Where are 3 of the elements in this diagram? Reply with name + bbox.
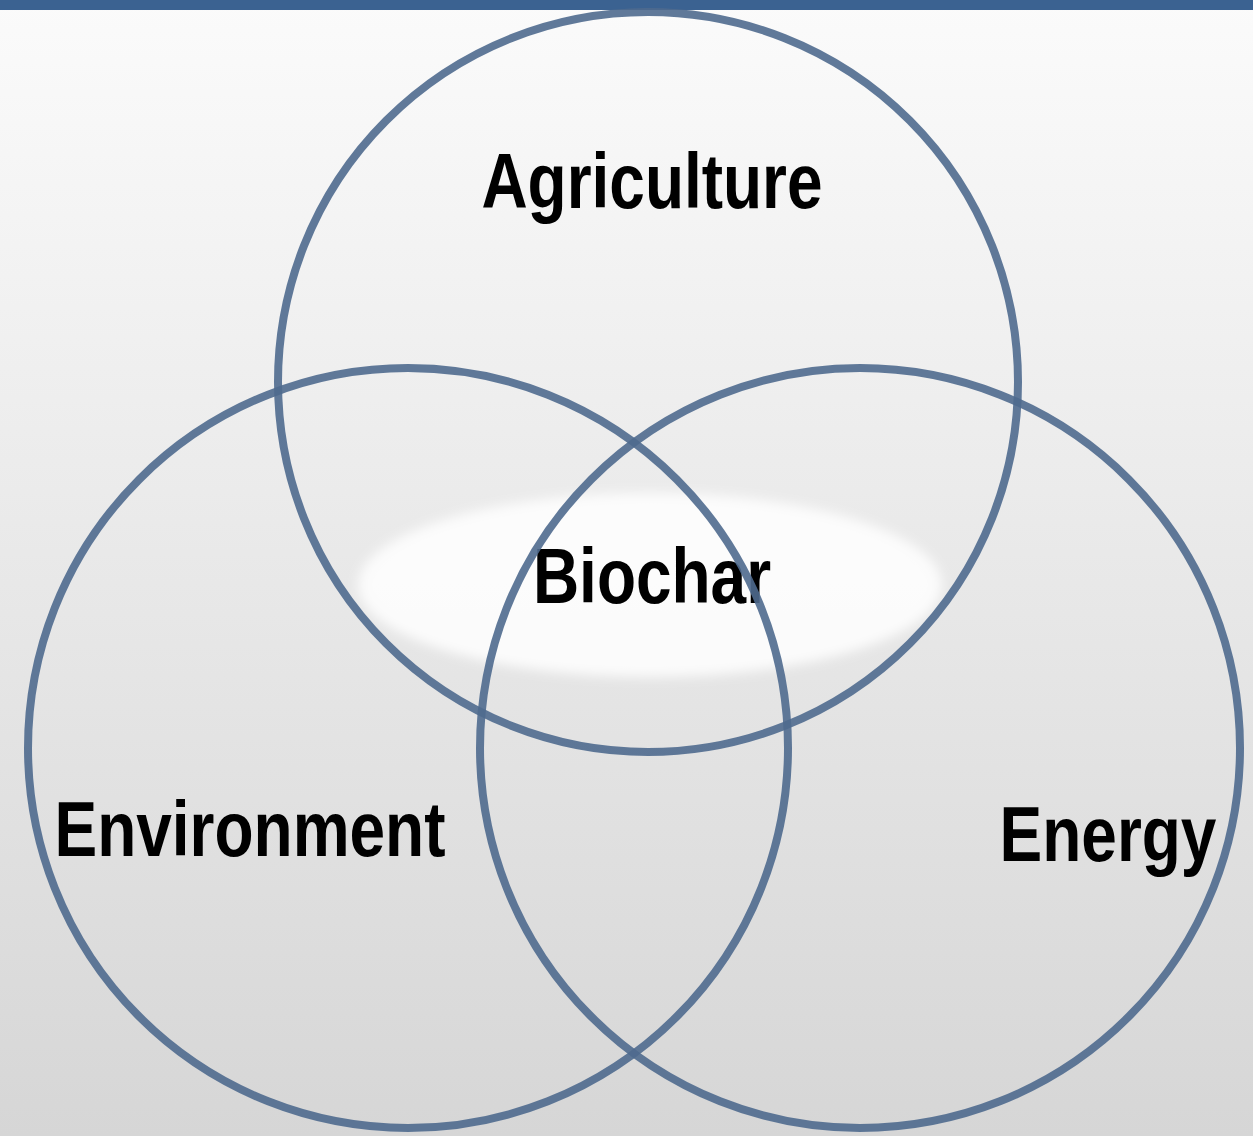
set-label: Agriculture xyxy=(481,139,823,225)
set-label: Environment xyxy=(54,787,446,873)
set-label: Energy xyxy=(999,792,1217,878)
